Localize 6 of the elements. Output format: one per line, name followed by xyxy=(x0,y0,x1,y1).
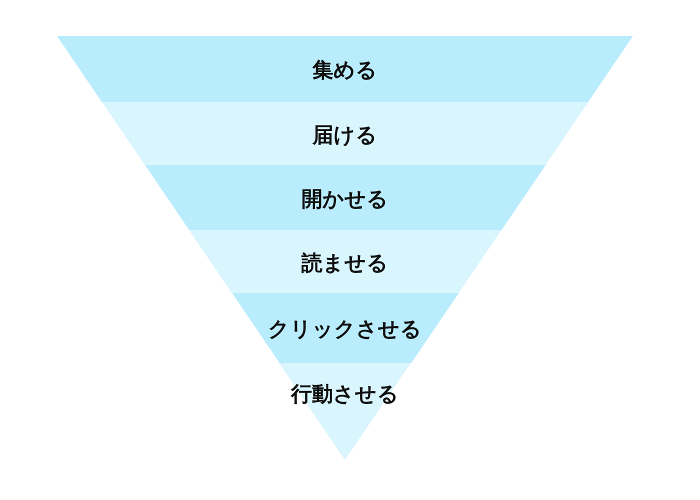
stage-label: 届ける xyxy=(311,122,378,149)
stage-label: 開かせる xyxy=(300,186,390,213)
stage-label: クリックさせる xyxy=(266,316,423,343)
stage-label: 読ませる xyxy=(300,250,390,277)
stage-label: 行動させる xyxy=(290,381,400,408)
stage-label: 集める xyxy=(311,57,378,84)
